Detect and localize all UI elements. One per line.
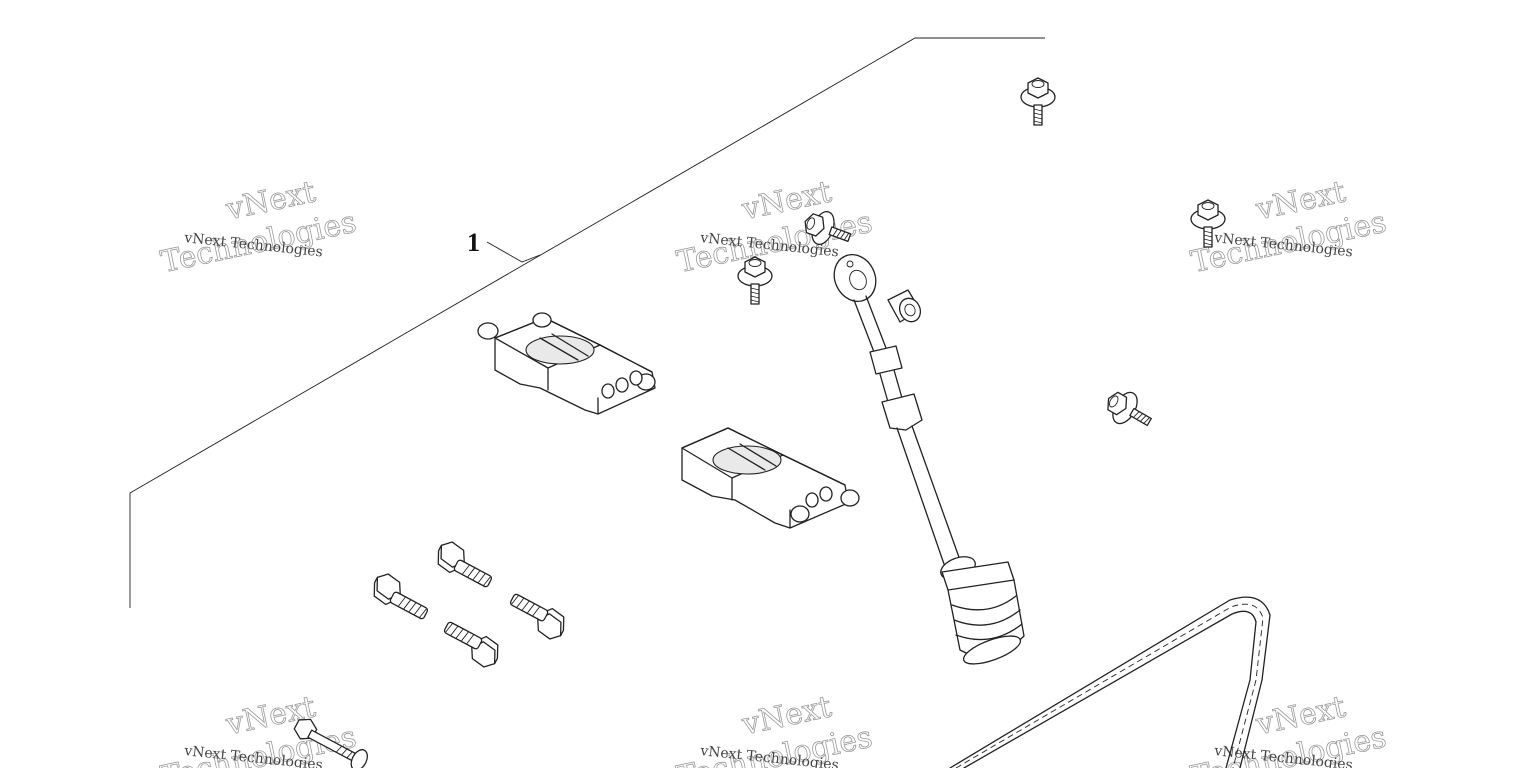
flange-bolt-top-right[interactable] — [1020, 77, 1056, 126]
chain-guide-bracket-upper[interactable] — [477, 312, 656, 415]
hex-bolt-4[interactable] — [437, 617, 505, 672]
bushing[interactable] — [887, 289, 924, 325]
timing-chain[interactable] — [949, 596, 1271, 768]
chain-guide-bracket-lower[interactable] — [681, 427, 860, 529]
kit-outline — [129, 37, 1045, 608]
flange-bolt-right-middle[interactable] — [1099, 383, 1159, 438]
callout-label: 1 — [467, 228, 480, 257]
tensioner-rod[interactable] — [827, 248, 1025, 670]
callout-1[interactable]: 1 — [467, 228, 541, 263]
long-bolt-bottom[interactable] — [291, 715, 372, 768]
hex-bolt-3[interactable] — [503, 589, 571, 644]
hex-bolt-1[interactable] — [431, 537, 499, 592]
watermark-1: vNext Technologies — [157, 174, 359, 280]
hex-bolt-2[interactable] — [367, 569, 435, 624]
callout-leader — [486, 241, 541, 263]
